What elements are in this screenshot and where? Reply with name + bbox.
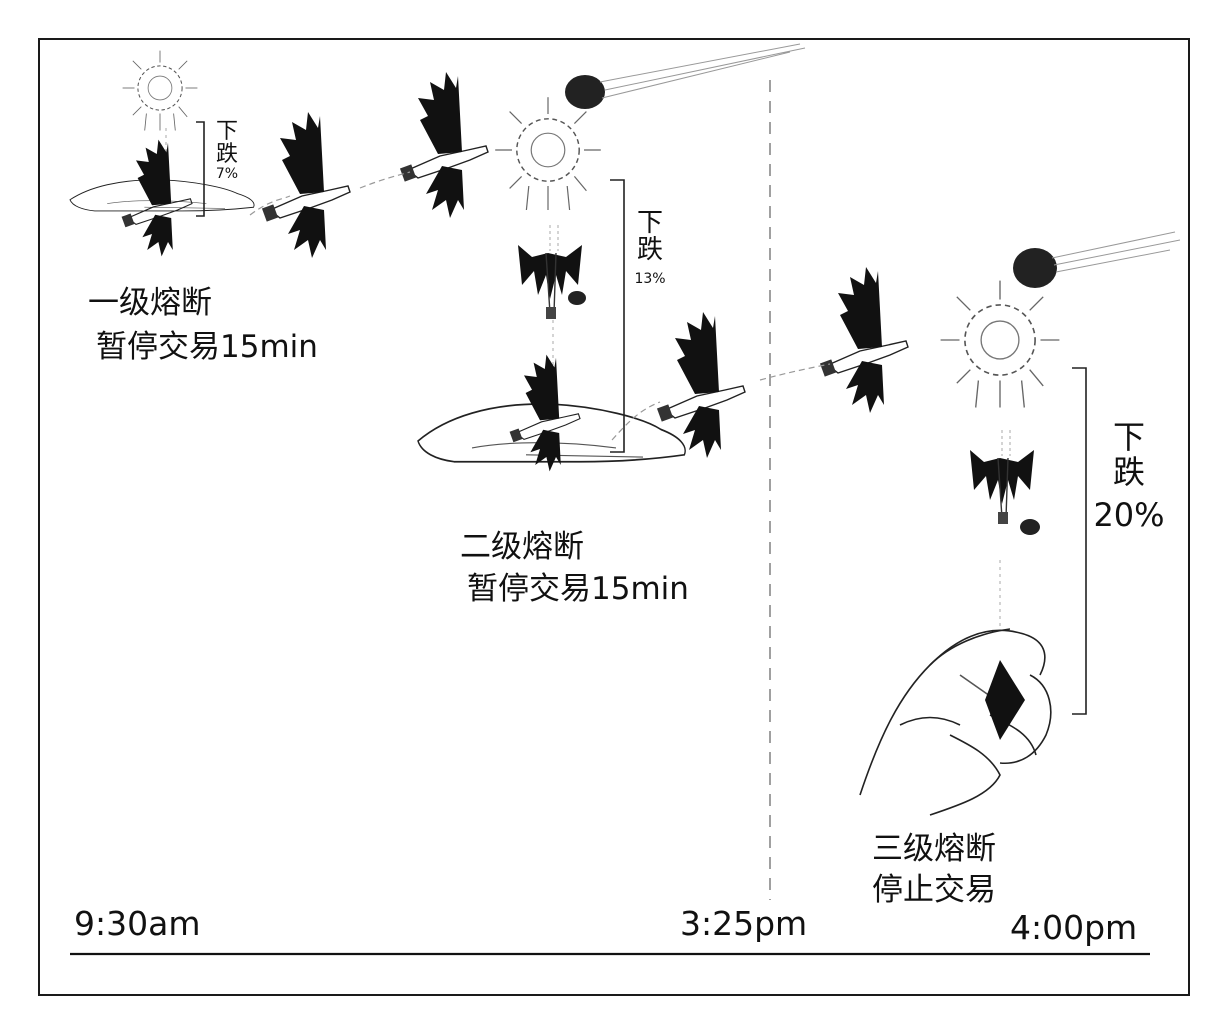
- drop-20-label: 下 跌 20%: [1093, 418, 1165, 535]
- drop-13-label: 下 跌 13%: [630, 208, 670, 287]
- time-end: 4:00pm: [1010, 908, 1138, 947]
- drop-20-pct: 20%: [1093, 496, 1165, 535]
- drop-7-line2: 跌: [215, 142, 238, 168]
- time-mid: 3:25pm: [680, 904, 808, 943]
- stage1-action: 暂停交易15min: [96, 329, 318, 365]
- drop-13-line2: 跌: [636, 235, 663, 266]
- time-start: 9:30am: [74, 904, 201, 943]
- stage2-title: 二级熔断: [460, 529, 584, 565]
- drop-7-line1: 下: [215, 119, 238, 144]
- diagram-frame: [38, 38, 1190, 996]
- stage3-title: 三级熔断: [872, 831, 996, 867]
- stage1-title: 一级熔断: [88, 285, 212, 321]
- drop-13-line1: 下: [636, 208, 663, 238]
- drop-7-pct: 7%: [215, 166, 239, 183]
- stage2-action: 暂停交易15min: [467, 571, 689, 607]
- drop-13-pct: 13%: [634, 270, 666, 287]
- drop-7-label: 下 跌 7%: [210, 120, 244, 182]
- stage3-action: 停止交易: [872, 872, 996, 908]
- drop-20-line2: 跌: [1112, 453, 1145, 492]
- drop-20-line1: 下: [1112, 418, 1145, 456]
